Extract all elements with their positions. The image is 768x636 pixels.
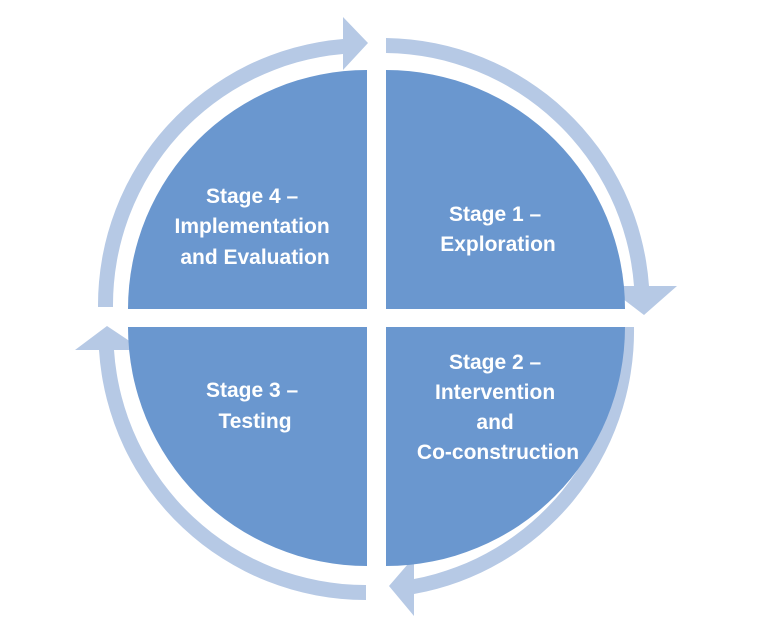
arrow-bottom-left xyxy=(75,326,366,601)
stage-2-label-line: Intervention xyxy=(435,381,555,404)
arrow-bottom-right xyxy=(389,327,635,616)
stage-2-label: Stage 2 – Intervention and Co-constructi… xyxy=(417,351,579,464)
quadrant-stage-2 xyxy=(386,327,625,566)
stage-3-label-line: Stage 3 – xyxy=(206,379,299,402)
arrow-top-left xyxy=(97,17,368,307)
stage-2-label-line: Stage 2 – xyxy=(449,351,542,374)
cycle-arrows xyxy=(75,17,677,616)
stage-4-label: Stage 4 – Implementation and Evaluation xyxy=(174,185,335,269)
stage-2-label-line: and xyxy=(476,411,513,434)
stage-1-label-line: Stage 1 – xyxy=(449,203,542,226)
stage-4-label-line: Stage 4 – xyxy=(206,185,299,208)
stage-2-label-line: Co-construction xyxy=(417,441,579,464)
stage-3-label: Stage 3 – Testing xyxy=(206,379,304,433)
quadrant-stage-1 xyxy=(386,70,625,309)
quadrants xyxy=(128,70,625,566)
quadrant-stage-3 xyxy=(128,327,367,566)
stage-4-label-line: and Evaluation xyxy=(180,246,329,269)
stage-1-label-line: Exploration xyxy=(440,233,556,256)
stage-4-label-line: Implementation xyxy=(174,215,329,238)
quadrant-stage-4 xyxy=(128,70,367,309)
stage-1-label: Stage 1 – Exploration xyxy=(440,203,556,256)
arrow-top-right xyxy=(386,38,677,315)
stage-3-label-line: Testing xyxy=(218,410,291,433)
